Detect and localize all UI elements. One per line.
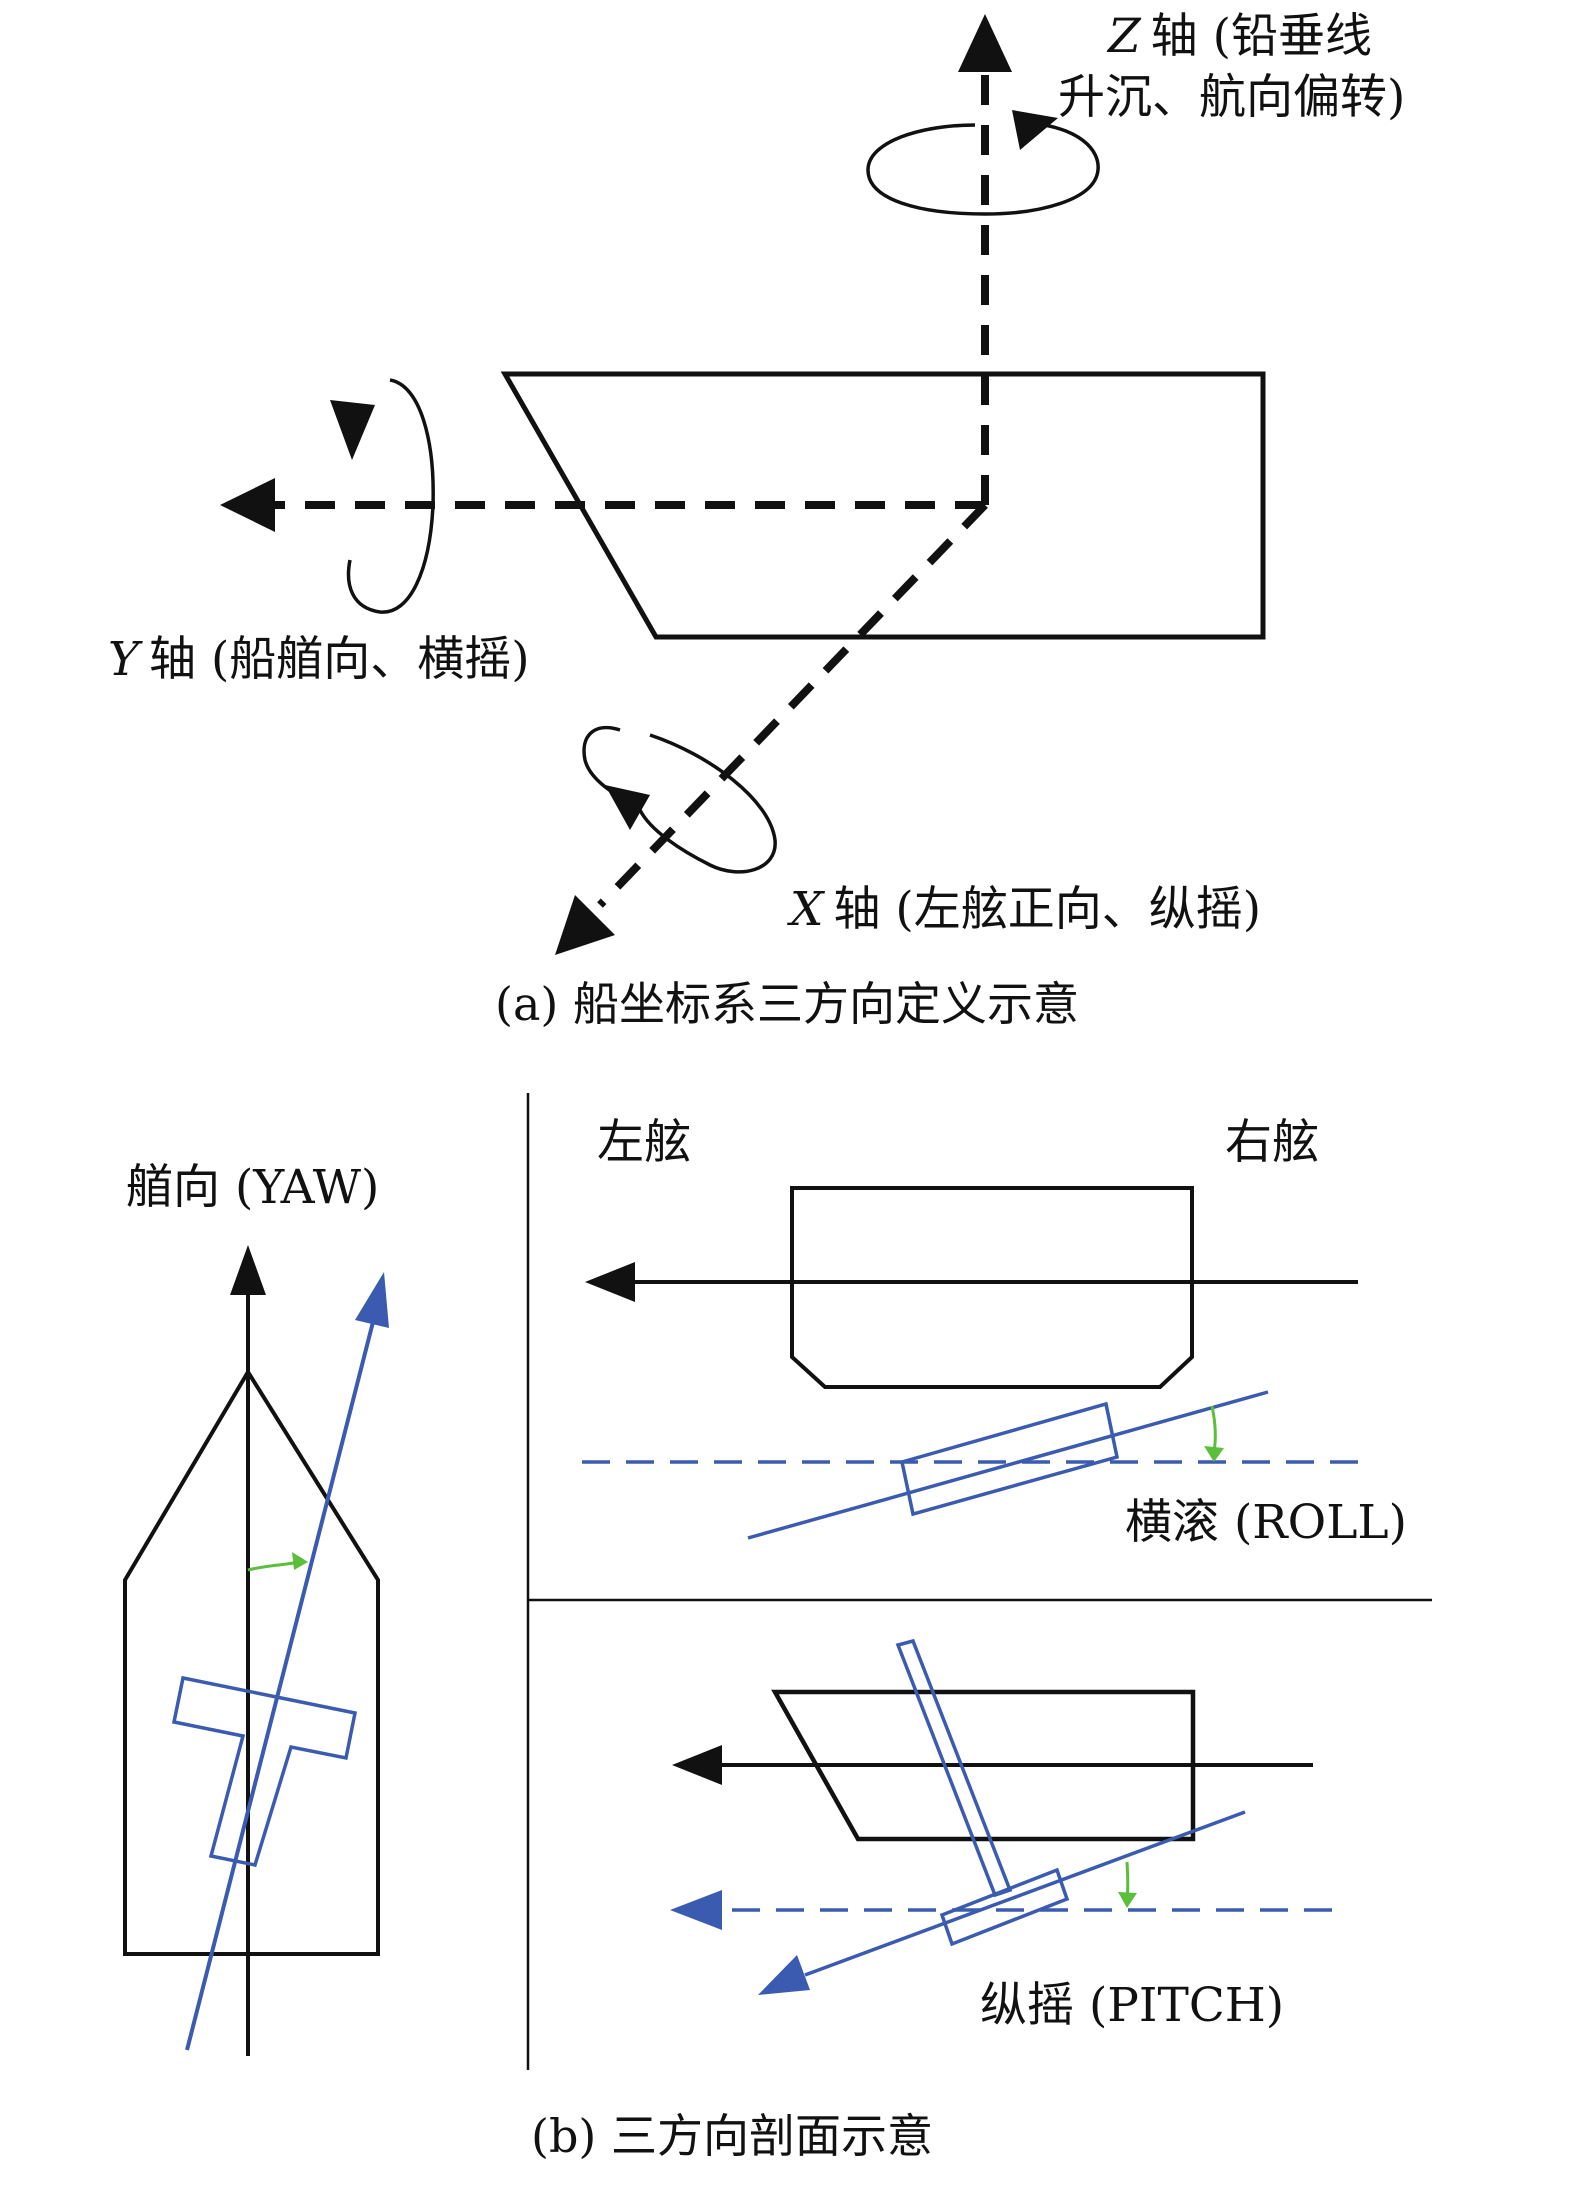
yaw-view: 艏向 (YAW) xyxy=(123,1160,389,2056)
pitch-view: 纵摇 (PITCH) xyxy=(670,1638,1332,2033)
x-rotation-arrowhead xyxy=(605,785,650,830)
y-rotation-ring xyxy=(346,378,435,614)
roll-view: 左舷 右舷 横滚 (ROLL) xyxy=(582,1115,1407,1550)
y-rotation-arrowhead xyxy=(330,400,375,460)
z-axis-arrowhead xyxy=(958,14,1012,72)
roll-hull-outline xyxy=(790,1186,1194,1389)
hull-3d xyxy=(500,371,1266,640)
z-rotation-arrowhead xyxy=(1012,110,1058,150)
starboard-label: 右舷 xyxy=(1225,1115,1319,1170)
pitch-mast-outline xyxy=(895,1638,1013,1898)
yaw-centerline-arrowhead xyxy=(230,1245,266,1295)
pitch-label: 纵摇 (PITCH) xyxy=(980,1978,1284,2033)
x-axis xyxy=(555,502,988,955)
caption-a: (a) 船坐标系三方向定义示意 xyxy=(495,977,1079,1031)
roll-axis-arrowhead xyxy=(585,1262,635,1302)
y-axis-arrowhead xyxy=(220,478,275,532)
yaw-green-arrow xyxy=(247,1560,301,1572)
z-axis-label-line2: 升沉、航向偏转) xyxy=(1058,70,1405,125)
x-rotation-ring xyxy=(638,733,777,874)
pitch-blue-tilt-line xyxy=(804,1810,1246,1977)
pitch-green-arrowhead xyxy=(1118,1892,1137,1908)
port-label: 左舷 xyxy=(597,1115,691,1170)
pitch-blue-arrowhead xyxy=(758,1955,810,1995)
pitch-sensor-outline xyxy=(939,1867,1070,1947)
yaw-sensor-outline xyxy=(171,1675,358,1868)
pitch-axis-arrowhead xyxy=(672,1745,722,1785)
caption-b: (b) 三方向剖面示意 xyxy=(531,2109,933,2163)
ship-top-outline xyxy=(123,1368,380,1956)
yaw-label: 艏向 (YAW) xyxy=(126,1160,379,1215)
panel-b: 艏向 (YAW) 左舷 右舷 xyxy=(123,1093,1432,2163)
y-axis xyxy=(220,378,985,614)
z-axis xyxy=(866,14,1100,505)
x-axis-arrowhead xyxy=(555,895,615,955)
pitch-hull-outline xyxy=(771,1689,1196,1842)
yaw-blue-arrowhead xyxy=(355,1272,389,1328)
yaw-blue-heading xyxy=(185,1321,375,2051)
roll-green-arrowhead xyxy=(1204,1446,1224,1462)
yaw-green-arrowhead xyxy=(292,1552,308,1570)
pitch-reference-arrowhead xyxy=(670,1890,722,1930)
roll-blue-tilt-line xyxy=(747,1390,1269,1540)
roll-label: 横滚 (ROLL) xyxy=(1125,1495,1407,1550)
z-rotation-ring xyxy=(866,121,1100,216)
roll-sensor-outline xyxy=(899,1401,1120,1517)
roll-green-arrow xyxy=(1210,1405,1217,1453)
